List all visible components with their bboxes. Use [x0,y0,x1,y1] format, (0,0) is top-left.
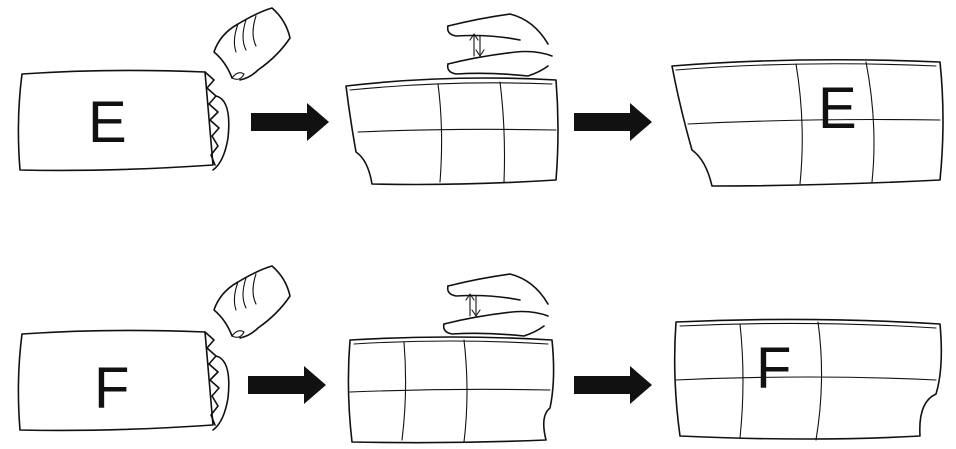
cushion-e-press [345,77,559,186]
row-f: F [17,265,943,444]
arrow-right-icon [574,366,652,404]
cushion-f-finished: F [673,318,943,441]
result-letter-e: E [818,76,857,141]
cover-letter-e: E [88,90,127,155]
arrow-right-icon [251,103,329,141]
hand-press-icon [442,273,549,337]
result-letter-f: F [756,336,791,401]
arrow-right-icon [574,103,652,141]
arrow-right-icon [248,366,326,404]
row-e: E [17,7,944,187]
cushion-e-finished: E [671,58,944,187]
cover-f-peel: F [17,329,230,432]
hand-peel-icon [213,265,291,339]
cover-e-peel: E [17,69,230,172]
hand-press-icon [446,13,553,77]
cushion-f-press [347,336,555,444]
hand-peel-icon [213,7,291,81]
cover-letter-f: F [94,356,129,421]
